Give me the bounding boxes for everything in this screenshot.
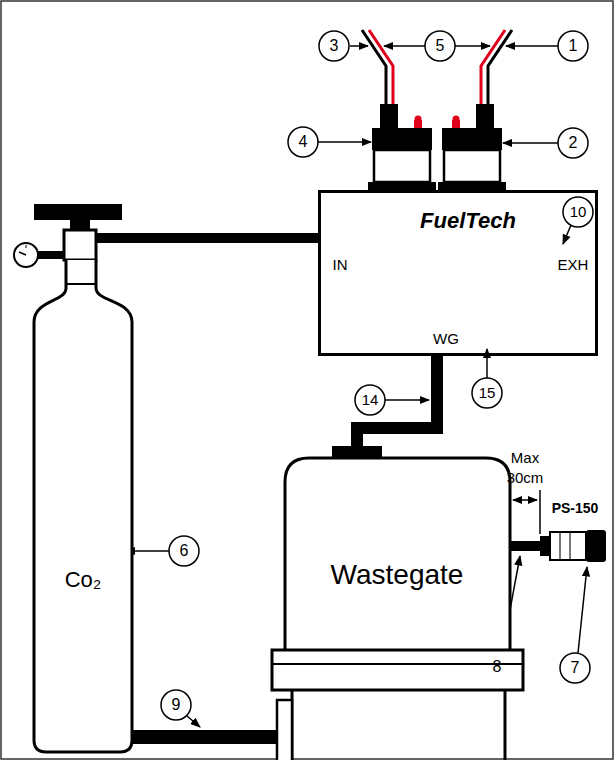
brand-logo: FuelTech [420, 209, 516, 233]
solenoid-valve [476, 104, 494, 128]
callout-number: 10 [570, 204, 587, 221]
pressure-sensor: PS-150 [540, 500, 610, 566]
port-label: WG [433, 331, 459, 348]
leader-line [563, 225, 571, 244]
wastegate-valve-outline [272, 663, 523, 665]
pressure-sensor-outline [550, 532, 586, 560]
solenoid-valve [368, 104, 436, 192]
callout-circle [560, 653, 590, 683]
wastegate-valve-outline [332, 446, 382, 458]
co2-cylinder-outline [26, 245, 27, 248]
callout-number: 8 [493, 658, 502, 676]
dimension-line [513, 499, 537, 501]
wastegate-valve-outline [272, 446, 523, 760]
pressure-sensor-outline [540, 536, 550, 556]
wastegate-valve: Wastegate [272, 446, 510, 760]
solenoid-wire [362, 30, 512, 104]
callout-circle [425, 31, 455, 61]
pressure-sensor-outline [586, 530, 606, 562]
leader-line [187, 716, 200, 727]
callout-circle [319, 31, 349, 61]
leader-line [350, 45, 368, 47]
callout-number: 9 [172, 696, 181, 714]
solenoid-valve [438, 104, 506, 192]
solenoid-valve [444, 150, 500, 182]
pressure-sensor-outline [559, 533, 561, 559]
callout-number: 5 [436, 37, 445, 55]
callout-number: 1 [569, 37, 578, 55]
port-label: IN [333, 257, 348, 274]
wastegate-valve-outline [277, 700, 292, 760]
solenoid-valve [453, 116, 460, 123]
wastegate-hose [357, 356, 437, 446]
leader-line [503, 142, 558, 144]
gas-hose [136, 233, 318, 243]
co2-cylinder: Co₂ [12, 200, 136, 752]
gas-label: Co₂ [65, 568, 102, 592]
solenoid-wire [369, 30, 393, 104]
co2-cylinder-outline [12, 200, 136, 752]
co2-cylinder-outline [34, 260, 132, 752]
co2-cylinder-outline [64, 230, 96, 260]
callout-number: 15 [479, 385, 496, 402]
callout-circle [161, 31, 593, 720]
callout-circle [355, 385, 385, 415]
solenoid-valve [372, 128, 432, 150]
callout-number: 4 [299, 133, 308, 151]
callout-number: 2 [569, 134, 578, 152]
leader-line [384, 45, 425, 47]
solenoid-valve [374, 150, 430, 182]
wastegate-valve-outline [285, 458, 510, 650]
exhaust-pipe [120, 730, 277, 744]
part-label: PS-150 [552, 501, 599, 516]
callout-circle [558, 128, 588, 158]
port-label: EXH [558, 257, 589, 274]
co2-cylinder-outline [36, 251, 66, 259]
leader-line [578, 567, 587, 653]
solenoid-wire [362, 30, 386, 104]
pressure-sensor-outline [569, 533, 571, 559]
leader-line [506, 45, 558, 47]
leader-line [455, 45, 490, 47]
exhaust-pipe [120, 730, 277, 744]
part-label: Wastegate [331, 560, 464, 591]
co2-cylinder-outline [34, 204, 122, 220]
dimension-text: Max [511, 450, 539, 467]
callout-circle [472, 378, 502, 408]
leader-line [385, 399, 429, 401]
co2-cylinder-outline [66, 283, 96, 285]
co2-cylinder-outline [93, 233, 136, 243]
callout-circle [169, 536, 199, 566]
controller-box: FuelTechIN EXH WG [318, 190, 598, 356]
dimension-line [539, 490, 541, 534]
co2-cylinder-outline [14, 243, 38, 267]
wastegate-valve-outline [504, 690, 507, 760]
callout-number: 6 [180, 542, 189, 560]
callout-circle [563, 197, 593, 227]
solenoid-wire [488, 30, 512, 104]
callout-circle [558, 31, 588, 61]
solenoid-valve [380, 104, 398, 128]
callout-number: 7 [571, 659, 580, 677]
sensor-pipe [510, 541, 540, 551]
wastegate-valve-outline [272, 650, 523, 690]
solenoid-wire [481, 30, 505, 104]
co2-cylinder-outline [19, 252, 26, 255]
solenoid-valve [442, 128, 502, 150]
dimension-line [510, 490, 540, 534]
pressure-sensor-outline [540, 530, 606, 562]
co2-cylinder-outline [14, 204, 136, 752]
dimension-text: 30cm [507, 470, 544, 487]
leader-line [318, 141, 371, 143]
solenoid-valve [415, 116, 422, 123]
callout-number: 3 [330, 37, 339, 55]
callout-circle [161, 690, 191, 720]
callout-number: 14 [362, 392, 379, 409]
callout-circle [288, 127, 318, 157]
wastegate-valve-outline [272, 446, 510, 760]
leader-line [126, 46, 587, 727]
